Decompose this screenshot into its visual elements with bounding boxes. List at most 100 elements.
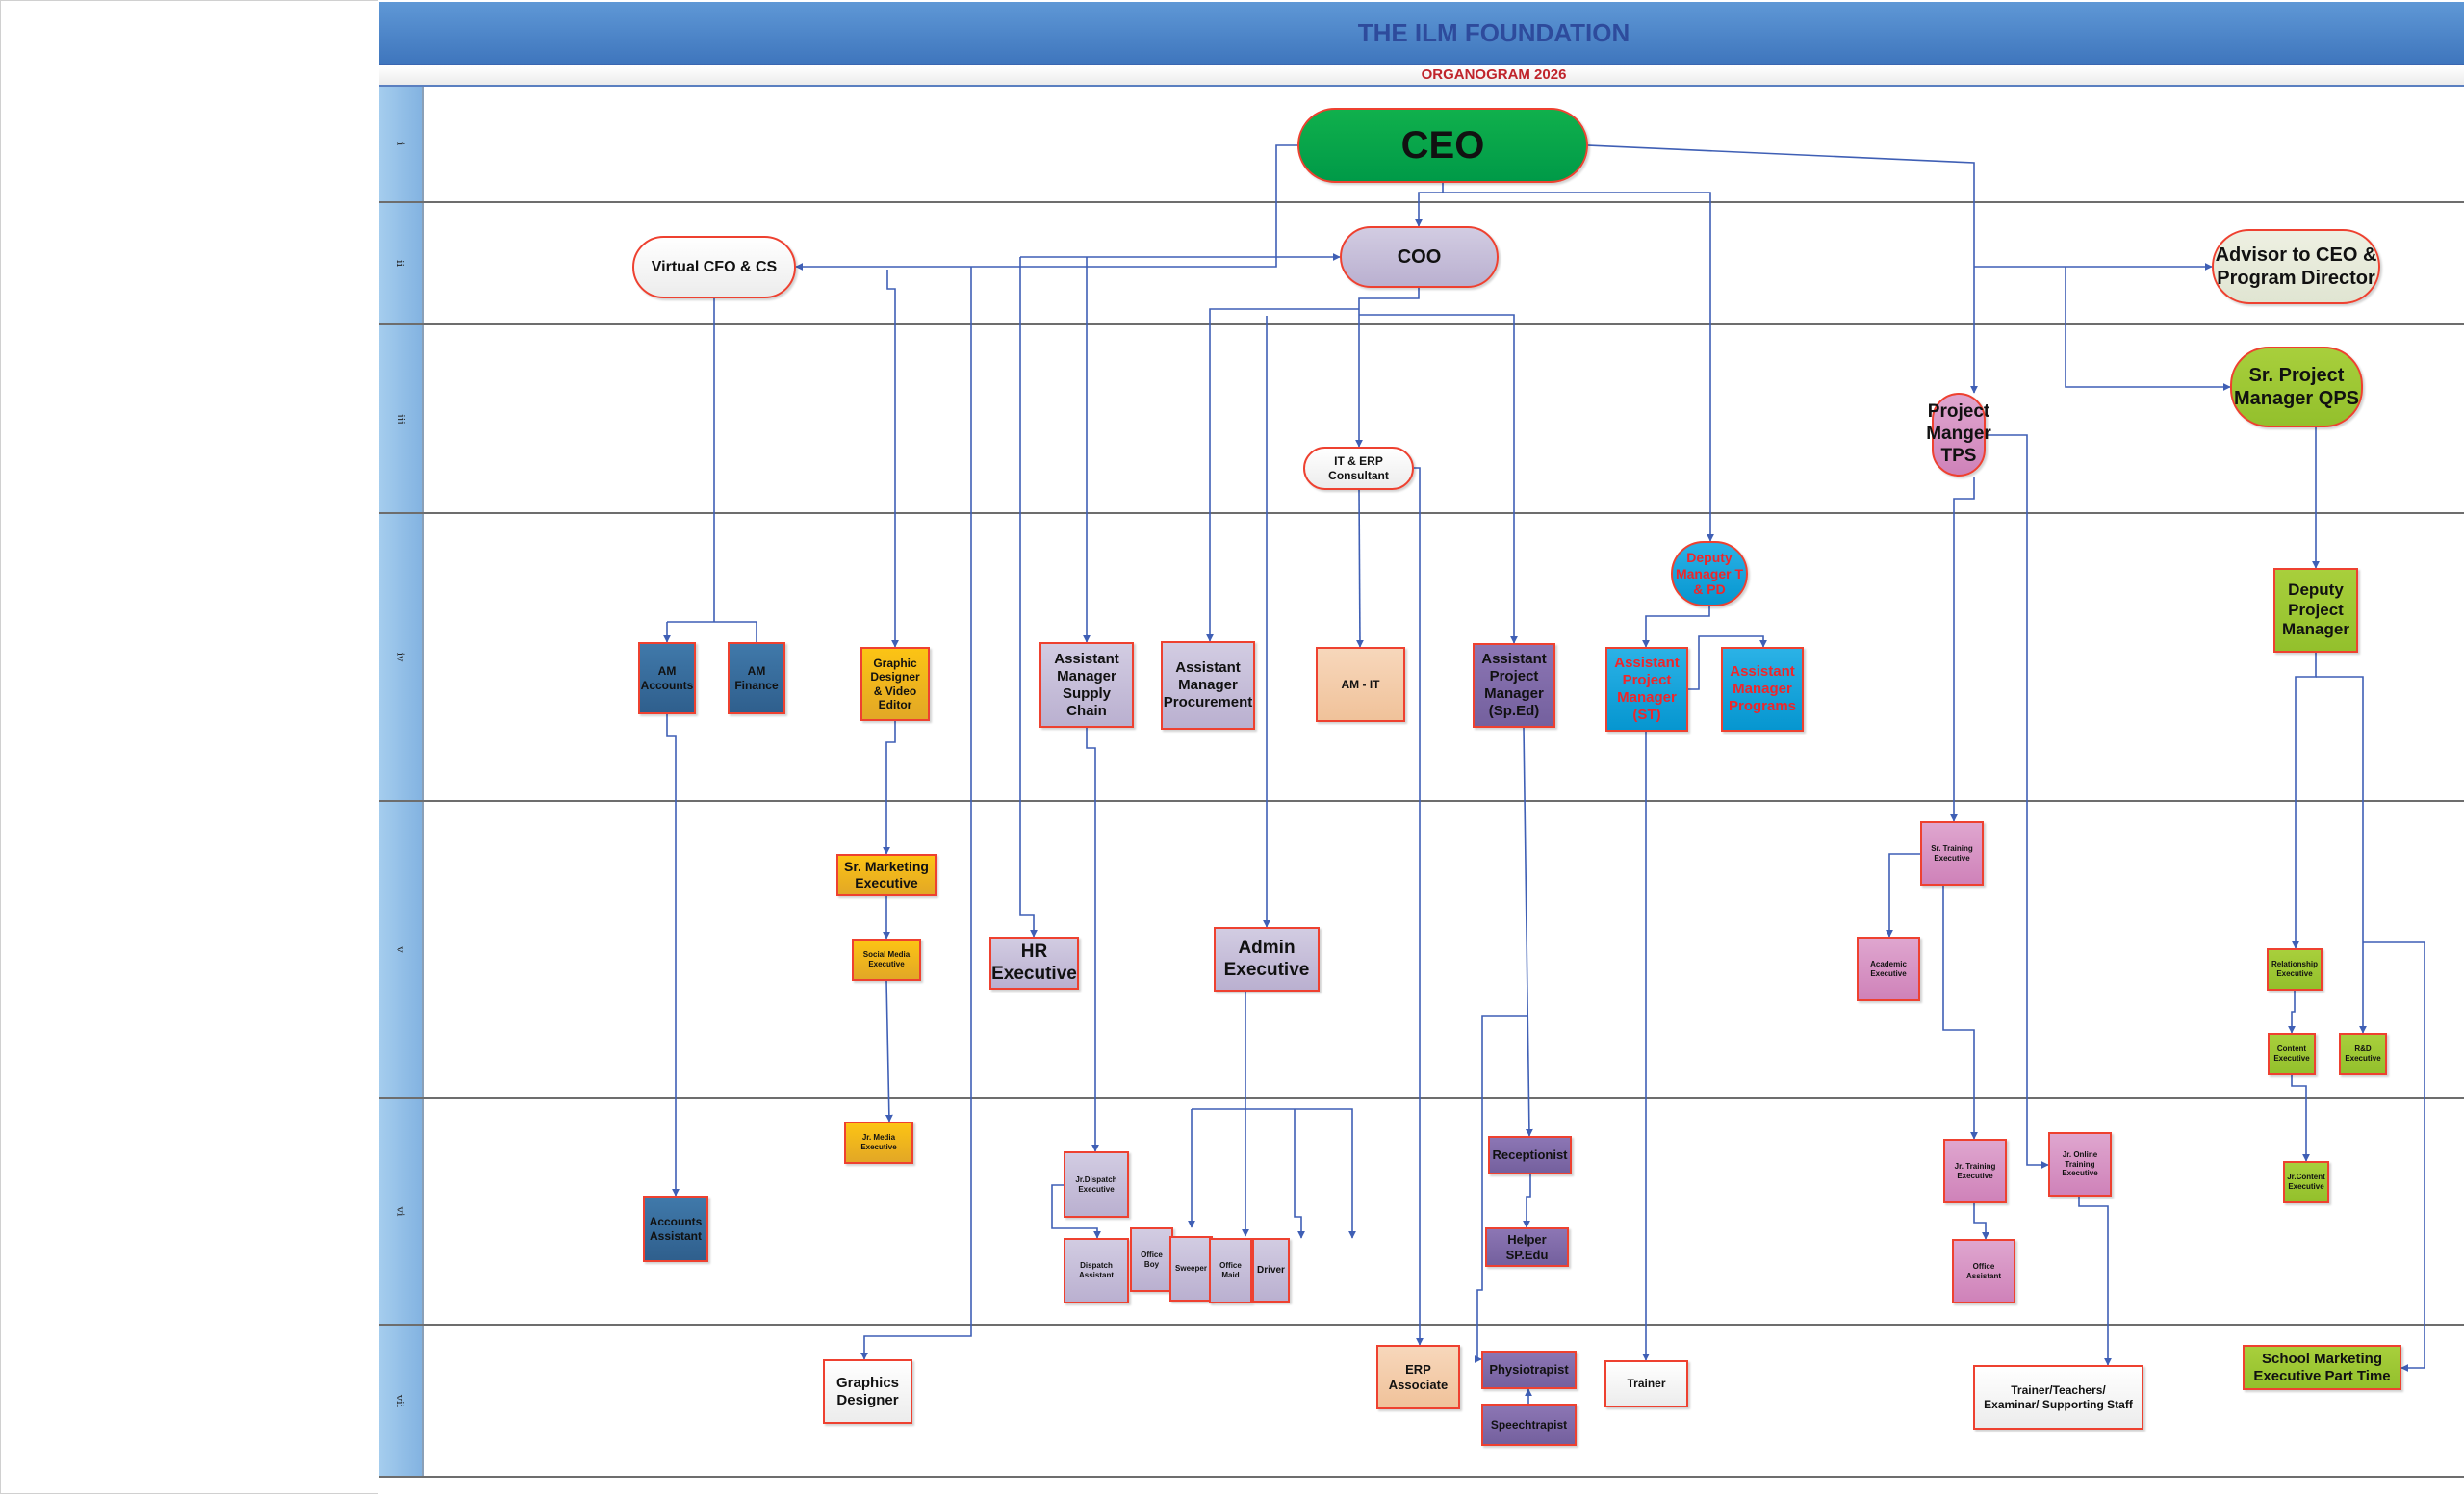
node-physiotrapist: Physiotrapist <box>1481 1351 1577 1389</box>
connector-line <box>1051 1184 1101 1239</box>
connector-line <box>2363 941 2426 1372</box>
connector-line <box>1523 727 1533 1137</box>
node-vcfo: Virtual CFO & CS <box>632 236 796 298</box>
node-relationship: Relationship Executive <box>2267 948 2323 991</box>
header-bar: THE ILM FOUNDATION <box>379 2 2464 65</box>
connector-line <box>667 621 757 642</box>
connector-line <box>1415 183 1444 227</box>
node-dispatch-assistant: Dispatch Assistant <box>1064 1238 1129 1303</box>
connector-line <box>1294 1109 1305 1239</box>
node-social-media: Social Media Executive <box>852 939 921 981</box>
connector-line <box>2065 267 2231 391</box>
node-apm-st: Assistant Project Manager (ST) <box>1605 647 1688 732</box>
connector-line <box>1688 635 1767 690</box>
node-admin-exec: Admin Executive <box>1214 927 1320 992</box>
node-jr-content: Jr.Content Executive <box>2283 1161 2329 1203</box>
page-title: THE ILM FOUNDATION <box>1357 17 1630 47</box>
node-am-procurement: Assistant Manager Procurement <box>1161 641 1255 730</box>
connector-line <box>2292 653 2317 949</box>
connector-line <box>1942 886 1978 1140</box>
node-academic: Academic Executive <box>1857 937 1920 1001</box>
lane-ii: ii <box>379 203 2464 325</box>
connector-line <box>666 714 680 1197</box>
node-sr-marketing: Sr. Marketing Executive <box>836 854 937 896</box>
node-advisor: Advisor to CEO & Program Director <box>2212 229 2380 304</box>
node-accounts-assistant: Accounts Assistant <box>643 1196 708 1262</box>
node-driver: Driver <box>1252 1238 1290 1303</box>
node-deputy-pm: Deputy Project Manager <box>2273 568 2358 653</box>
connector-line <box>1886 853 1920 938</box>
connector-line <box>795 144 1297 271</box>
connector-line <box>883 721 896 855</box>
node-rd: R&D Executive <box>2339 1033 2387 1075</box>
lane-iii: iii <box>379 325 2464 514</box>
lane-label: vii <box>379 1326 424 1476</box>
node-jr-dispatch: Jr.Dispatch Executive <box>1064 1151 1129 1218</box>
connector-line <box>2078 1197 2112 1366</box>
connector-line <box>2316 676 2367 1034</box>
lane-label: v <box>379 802 424 1097</box>
connector-line <box>1355 288 1420 448</box>
node-ceo: CEO <box>1297 108 1588 183</box>
node-hr-exec: HR Executive <box>989 937 1079 990</box>
connector-line <box>1642 606 1710 648</box>
node-receptionist: Receptionist <box>1488 1136 1572 1174</box>
connector-line <box>1474 1015 1527 1363</box>
node-erp-associate: ERP Associate <box>1376 1345 1460 1409</box>
lane-label: ii <box>379 203 424 323</box>
page-subtitle: ORGANOGRAM 2026 <box>1421 66 1567 83</box>
connector-line <box>885 980 893 1122</box>
connector-line <box>1587 144 1978 394</box>
connector-line <box>1950 477 1975 822</box>
lane-i: i <box>379 87 2464 203</box>
node-sr-pm-qps: Sr. Project Manager QPS <box>2230 347 2363 427</box>
connector-line <box>1192 1108 1356 1239</box>
node-speechtrapist: Speechtrapist <box>1481 1404 1577 1446</box>
connector-line <box>1019 257 1038 938</box>
connector-line <box>1086 728 1099 1152</box>
node-office-boy: Office Boy <box>1130 1227 1173 1292</box>
node-dm-tpd: Deputy Manager T & PD <box>1671 541 1748 606</box>
node-office-maid: Office Maid <box>1209 1238 1252 1303</box>
node-school-marketing: School Marketing Executive Part Time <box>2243 1345 2401 1390</box>
connector-line <box>1986 434 2049 1169</box>
node-it-erp: IT & ERP Consultant <box>1303 447 1414 490</box>
blank-margin <box>0 0 378 1494</box>
subheader-bar: ORGANOGRAM 2026 <box>379 65 2464 87</box>
connector-line <box>886 270 899 648</box>
lane-label: vi <box>379 1099 424 1324</box>
node-am-it: AM - IT <box>1316 647 1405 722</box>
node-sweeper: Sweeper <box>1169 1236 1213 1302</box>
lane-iv: iv <box>379 514 2464 802</box>
node-am-programs: Assistant Manager Programs <box>1721 647 1804 732</box>
connector-line <box>1973 1203 1989 1240</box>
node-apm-sped: Assistant Project Manager (Sp.Ed) <box>1473 643 1555 728</box>
connector-line <box>2288 991 2296 1034</box>
connector-line <box>1359 314 1518 644</box>
node-am-supply: Assistant Manager Supply Chain <box>1040 642 1134 728</box>
connector-line <box>1523 1174 1531 1228</box>
connector-line <box>1206 308 1359 642</box>
node-jr-training: Jr. Training Executive <box>1943 1139 2007 1203</box>
connector-line <box>1355 489 1364 648</box>
node-jr-media: Jr. Media Executive <box>844 1122 913 1164</box>
node-graphics-designer: Graphics Designer <box>823 1359 912 1424</box>
node-graphic-video: Graphic Designer & Video Editor <box>860 647 930 721</box>
node-am-finance: AM Finance <box>728 642 785 714</box>
lane-vii: vii <box>379 1326 2464 1478</box>
node-content: Content Executive <box>2268 1033 2316 1075</box>
node-sr-training: Sr. Training Executive <box>1920 821 1984 886</box>
lane-label: iv <box>379 514 424 800</box>
connector-line <box>1443 192 1714 542</box>
connector-line <box>1414 467 1424 1346</box>
node-helper: Helper SP.Edu <box>1485 1227 1569 1267</box>
node-trainer: Trainer <box>1604 1360 1688 1407</box>
node-trainer-teachers: Trainer/Teachers/ Examinar/ Supporting S… <box>1973 1365 2143 1430</box>
lane-label: i <box>379 87 424 201</box>
connector-line <box>860 267 972 1360</box>
node-coo: COO <box>1340 226 1499 288</box>
lane-vi: vi <box>379 1099 2464 1326</box>
connector-line <box>2291 1075 2310 1162</box>
node-jr-online: Jr. Online Training Executive <box>2048 1132 2112 1197</box>
